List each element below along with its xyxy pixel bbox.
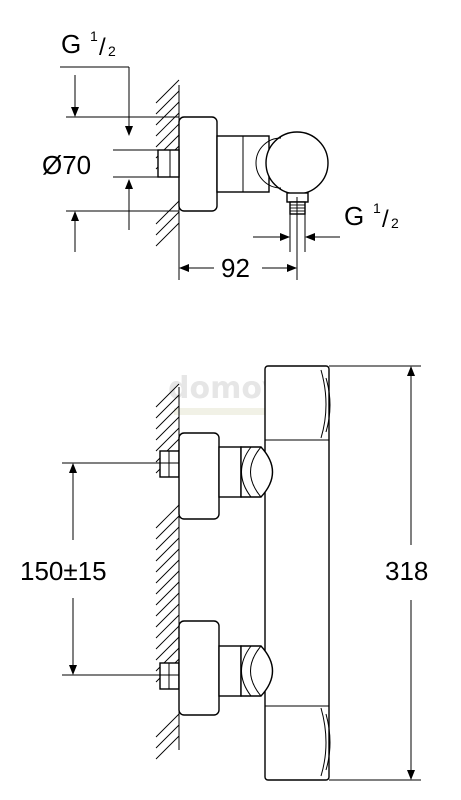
inlet-thread-den: 2 xyxy=(108,43,116,59)
outlet-thread-den: 2 xyxy=(391,215,399,231)
hatch-line xyxy=(155,90,180,115)
hatch-line xyxy=(155,614,180,639)
hatch-line xyxy=(155,724,180,749)
lower-rosette xyxy=(178,620,220,716)
hatch-line xyxy=(155,570,180,595)
hatch-line xyxy=(155,548,180,573)
depth-label: 92 xyxy=(221,253,250,283)
thermostat-body xyxy=(264,365,330,781)
top-wall-pipe xyxy=(157,149,180,178)
upper-rosette xyxy=(178,432,220,520)
hatch-line xyxy=(155,713,180,738)
front-wall-hatch xyxy=(155,383,180,760)
top-valve-body xyxy=(265,131,329,195)
front-view: 150±15 318 xyxy=(20,365,428,781)
hatch-line xyxy=(155,625,180,650)
hatch-line xyxy=(155,416,180,441)
upper-connection xyxy=(159,432,274,520)
outlet-thread-g: G xyxy=(344,201,364,231)
hatch-line xyxy=(155,526,180,551)
top-rosette xyxy=(178,116,218,212)
inlet-thread-g: G xyxy=(61,29,81,59)
hatch-line xyxy=(155,200,180,225)
hatch-line xyxy=(155,636,180,661)
hatch-line xyxy=(155,112,180,137)
hatch-line xyxy=(155,504,180,529)
hatch-line xyxy=(155,735,180,760)
inlet-thread-label: G 1 / 2 xyxy=(61,28,116,61)
watermark-bar xyxy=(174,408,306,415)
lower-elbow-neck xyxy=(218,645,242,697)
hatch-line xyxy=(155,537,180,562)
watermark-brand: domoy xyxy=(168,371,282,406)
lower-connection xyxy=(159,620,274,716)
spacing-label: 150±15 xyxy=(20,556,107,586)
hatch-line xyxy=(155,222,180,247)
hatch-line xyxy=(155,581,180,606)
hatch-line xyxy=(155,101,180,126)
hatch-line xyxy=(155,79,180,104)
hatch-line xyxy=(155,427,180,452)
hatch-line xyxy=(155,405,180,430)
top-view: G 1 / 2 Ø70 G 1 / 2 92 xyxy=(42,28,399,283)
hatch-line xyxy=(155,603,180,628)
upper-elbow-neck xyxy=(218,446,242,498)
inlet-thread-slash: / xyxy=(99,34,106,61)
hatch-line xyxy=(155,123,180,148)
hatch-line xyxy=(155,592,180,617)
height-label: 318 xyxy=(385,556,428,586)
outlet-thread-num: 1 xyxy=(373,200,381,216)
inlet-thread-num: 1 xyxy=(90,28,98,44)
diameter-label: Ø70 xyxy=(42,150,91,180)
hatch-line xyxy=(155,383,180,408)
hatch-line xyxy=(155,211,180,236)
hatch-line xyxy=(155,394,180,419)
hatch-line xyxy=(155,515,180,540)
hatch-line xyxy=(155,559,180,584)
outlet-thread-slash: / xyxy=(382,206,389,233)
outlet-thread-label: G 1 / 2 xyxy=(344,200,399,233)
